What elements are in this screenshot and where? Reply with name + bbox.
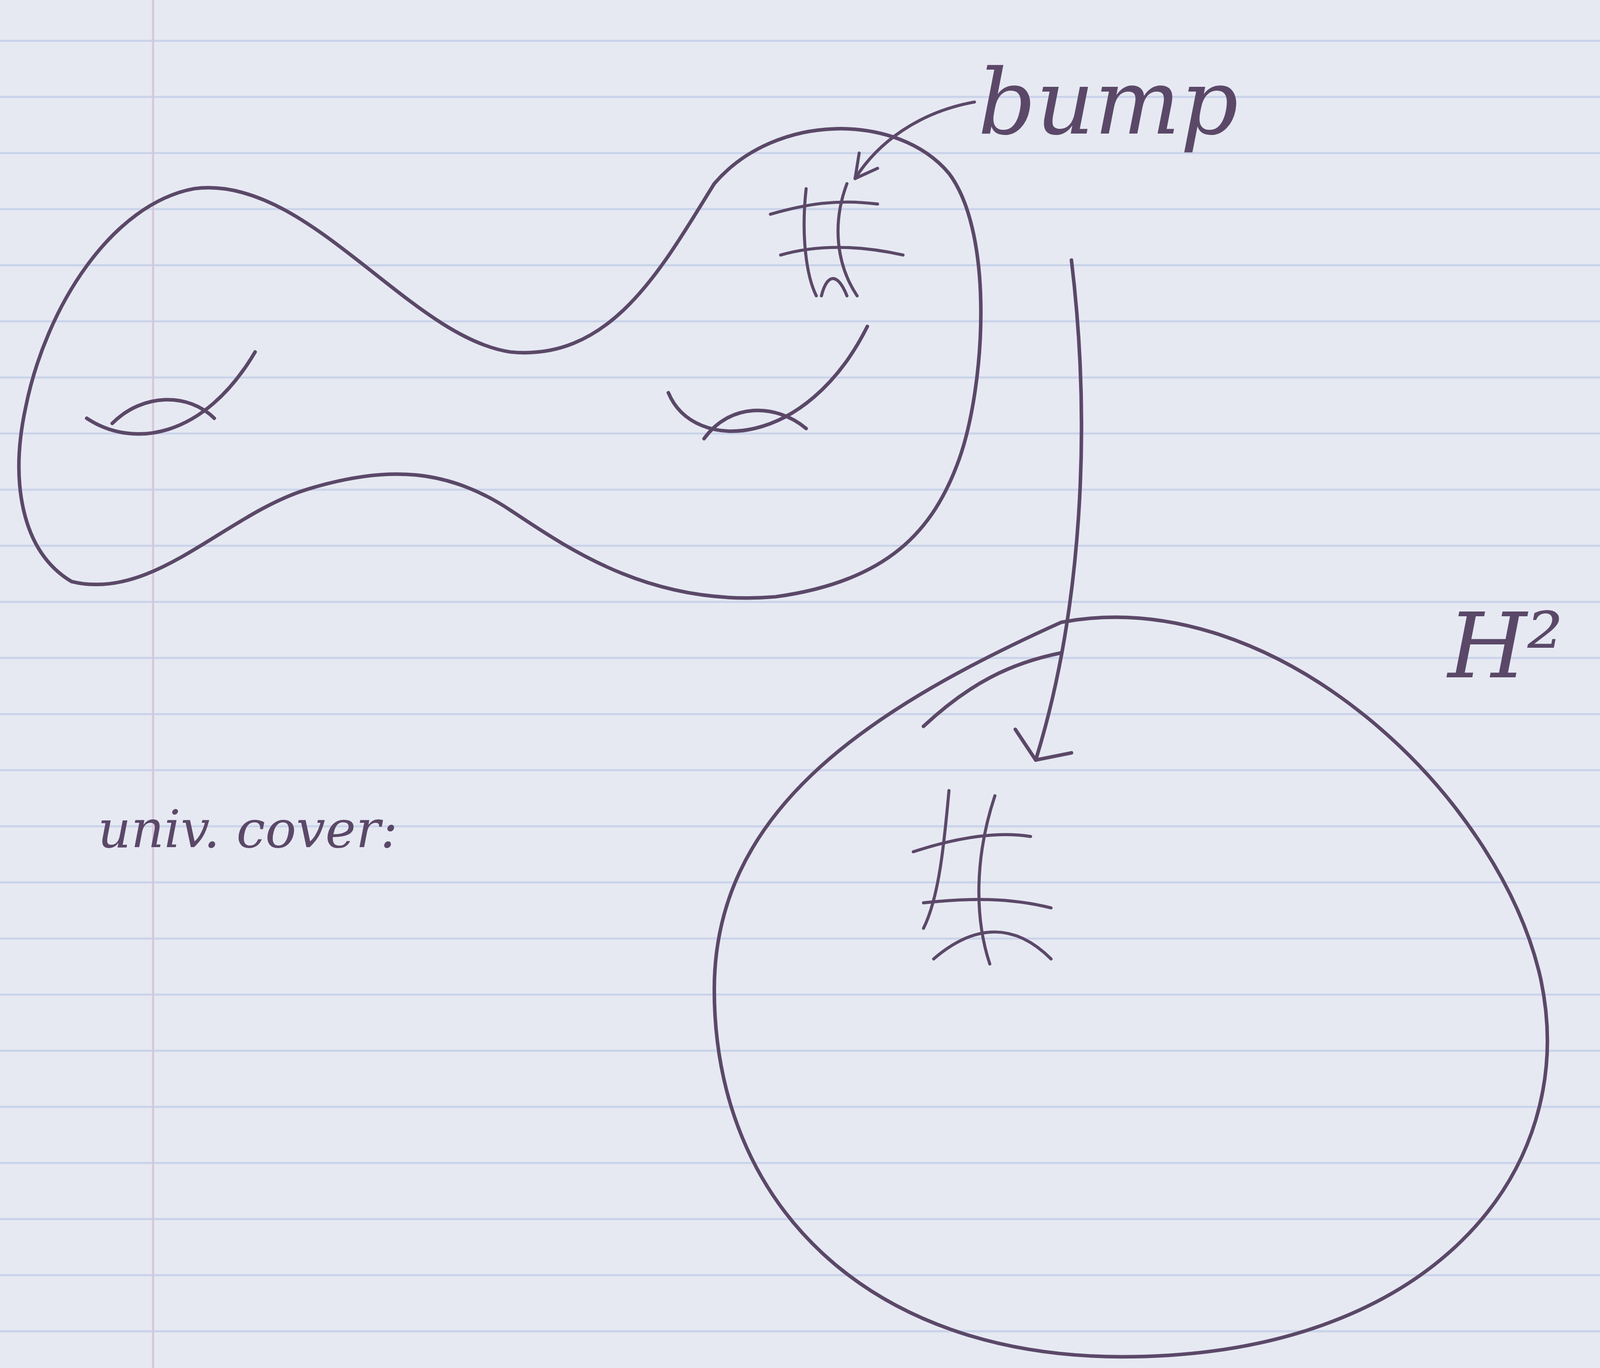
bump-hatch-lift xyxy=(913,790,1051,965)
bump-hatch xyxy=(770,183,904,296)
space-label: H² xyxy=(1447,596,1564,697)
genus-two-surface xyxy=(19,128,981,599)
bump-leader xyxy=(855,102,975,179)
covering-arrow xyxy=(1015,259,1082,760)
hyperbolic-disk xyxy=(714,617,1548,1357)
annotation-label: bump xyxy=(977,52,1239,153)
caption-note: univ. cover: xyxy=(97,801,398,859)
